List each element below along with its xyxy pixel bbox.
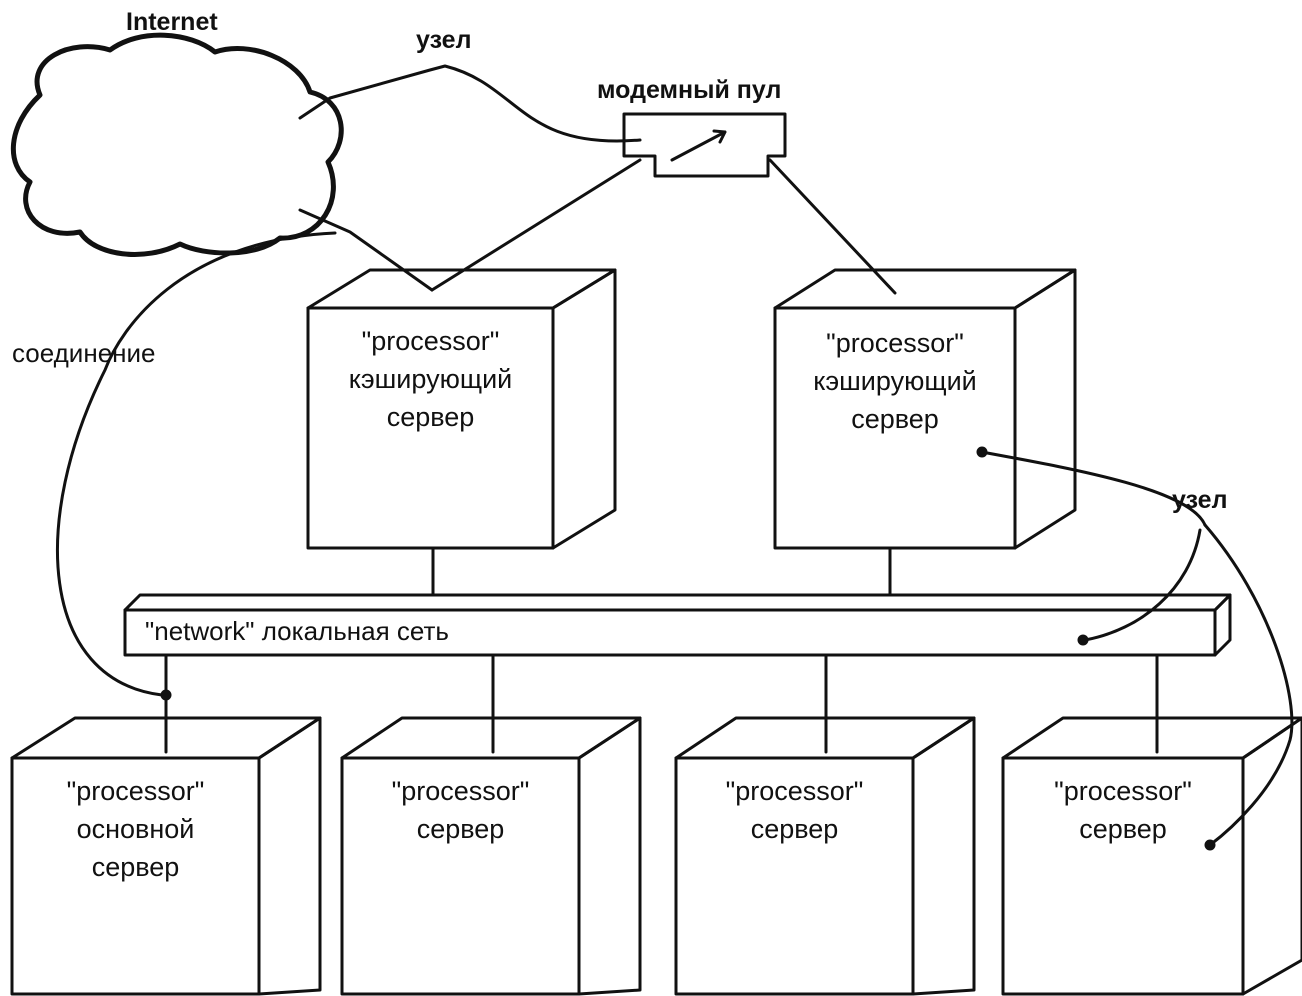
- cache-server-2-stereotype: "processor": [775, 324, 1015, 362]
- cache-server-2-label: "processor" кэширующий сервер: [775, 324, 1015, 438]
- server-2-line1: сервер: [342, 810, 579, 848]
- server-4-label: "processor" сервер: [1003, 772, 1243, 848]
- node-dot-cache2: [978, 448, 986, 456]
- server-3-stereotype: "processor": [676, 772, 913, 810]
- internet-cloud: [13, 35, 341, 254]
- connection-label: соединение: [12, 340, 156, 366]
- server-1-label: "processor" основной сервер: [12, 772, 259, 886]
- server-4-line1: сервер: [1003, 810, 1243, 848]
- server-1-stereotype: "processor": [12, 772, 259, 810]
- server-2-stereotype: "processor": [342, 772, 579, 810]
- cache-server-2-line1: кэширующий: [775, 362, 1015, 400]
- node-label-top: узел: [416, 28, 471, 53]
- server-4-stereotype: "processor": [1003, 772, 1243, 810]
- modem-pool: [624, 114, 785, 176]
- node-label-right: узел: [1172, 488, 1227, 513]
- cache-server-2-line2: сервер: [775, 400, 1015, 438]
- server-3-line1: сервер: [676, 810, 913, 848]
- cache-server-1-stereotype: "processor": [308, 322, 553, 360]
- internet-label: Internet: [126, 10, 218, 35]
- network-label: "network" локальная сеть: [145, 618, 449, 644]
- internet-link-modem: [300, 66, 640, 141]
- server-4-box: [1003, 718, 1302, 994]
- cache-server-1-line1: кэширующий: [308, 360, 553, 398]
- server-1-line1: основной: [12, 810, 259, 848]
- cache-server-1-line2: сервер: [308, 398, 553, 436]
- server-1-line2: сервер: [12, 848, 259, 886]
- server-2-box: [342, 718, 640, 994]
- server-3-label: "processor" сервер: [676, 772, 913, 848]
- modem-pool-label: модемный пул: [597, 78, 781, 103]
- server-3-box: [676, 718, 974, 994]
- server-2-label: "processor" сервер: [342, 772, 579, 848]
- node-dot-network: [1079, 636, 1087, 644]
- cache-server-1-label: "processor" кэширующий сервер: [308, 322, 553, 436]
